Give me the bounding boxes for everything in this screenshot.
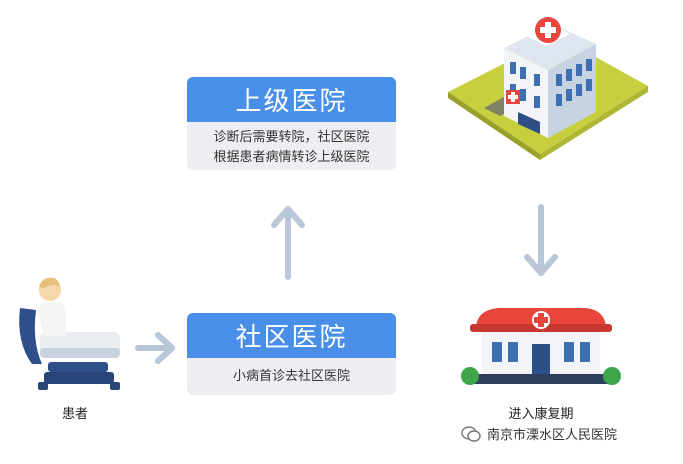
watermark-text: 南京市溧水区人民医院 bbox=[487, 428, 618, 443]
rehab-clinic-icon bbox=[461, 308, 621, 385]
up-arrow-icon bbox=[271, 206, 305, 280]
watermark: 南京市溧水区人民医院 bbox=[461, 424, 617, 443]
patient-icon bbox=[19, 277, 120, 390]
top-hospital-card: 上级医院 诊断后需要转院，社区医院 根据患者病情转诊上级医院 bbox=[187, 77, 396, 170]
community-hospital-line-1: 小病首诊去社区医院 bbox=[232, 369, 350, 384]
rehab-label: 进入康复期 bbox=[508, 407, 574, 422]
top-hospital-description: 诊断后需要转院，社区医院 根据患者病情转诊上级医院 bbox=[187, 122, 396, 168]
top-hospital-title: 上级医院 bbox=[187, 77, 396, 122]
patient-label: 患者 bbox=[61, 407, 88, 422]
hospital-building-icon bbox=[448, 17, 648, 160]
wechat-icon bbox=[461, 425, 481, 442]
community-hospital-title: 社区医院 bbox=[187, 313, 396, 358]
top-hospital-line-2: 根据患者病情转诊上级医院 bbox=[213, 150, 370, 165]
community-hospital-card: 社区医院 小病首诊去社区医院 bbox=[187, 313, 396, 395]
right-arrow-icon bbox=[135, 332, 175, 364]
community-hospital-description: 小病首诊去社区医院 bbox=[187, 358, 396, 387]
top-hospital-line-1: 诊断后需要转院，社区医院 bbox=[213, 130, 370, 145]
down-arrow-icon bbox=[524, 204, 558, 276]
